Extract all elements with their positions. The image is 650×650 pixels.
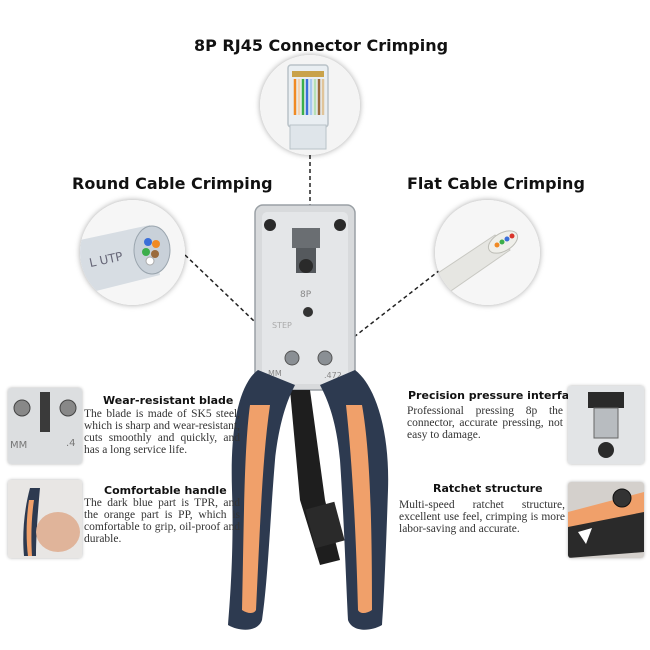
pressure-title: Precision pressure interface [408,389,584,402]
blade-title: Wear-resistant blade [103,394,234,407]
tool-label-8p: 8P [300,290,312,300]
ratchet-title: Ratchet structure [433,482,543,495]
blade-thumbnail: MM .4 [8,388,82,464]
handle-title: Comfortable handle [104,484,227,497]
tool-label-step: STEP [272,321,292,330]
top-title: 8P RJ45 Connector Crimping [194,36,449,55]
svg-text:MM: MM [10,440,27,451]
ratchet-description: Multi-speed ratchet structure, excellent… [399,499,565,535]
handle-description: The dark blue part is TPR, and the orang… [84,497,240,545]
flat-cable-image [435,200,540,305]
crimping-tool-image: 8P STEP MM .472 [228,204,389,630]
svg-text:L UTP: L UTP [88,249,124,270]
blade-description: The blade is made of SK5 steel, which is… [84,408,240,456]
svg-text:.4: .4 [66,438,76,449]
pressure-description: Professional pressing 8p the connector, … [407,405,563,441]
pressure-thumbnail [568,386,644,464]
left-title: Round Cable Crimping [72,174,273,193]
tool-label-472: .472 [324,371,342,380]
handle-thumbnail [8,480,82,558]
round-cable-image: L UTP [80,200,185,305]
tool-label-mm: MM [268,369,282,378]
leader-line-left [184,254,301,366]
rj45-connector-image [260,55,360,155]
right-title: Flat Cable Crimping [407,174,585,193]
ratchet-thumbnail [568,482,644,558]
